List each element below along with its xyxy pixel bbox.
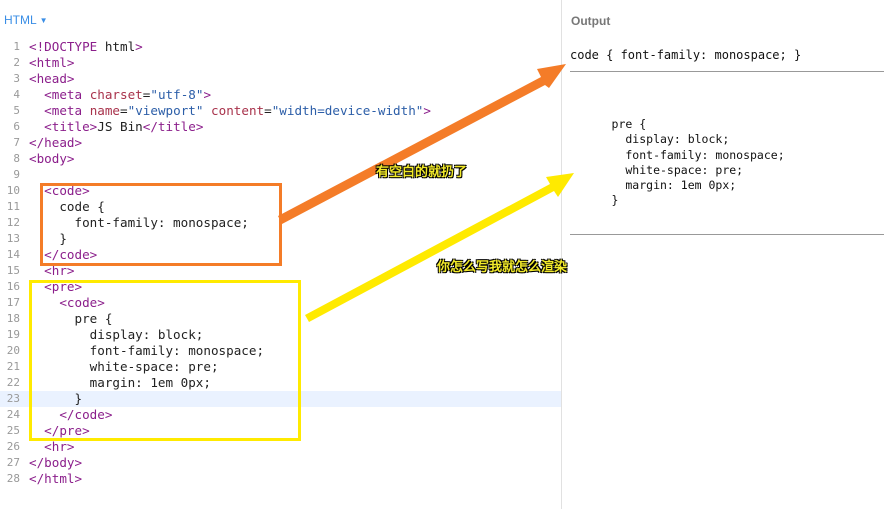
output-hr-1 [570,71,884,72]
line-number: 16 [6,280,20,293]
line-number: 25 [6,424,20,437]
code-line[interactable]: 27 </body> [0,455,561,471]
line-number: 28 [6,472,20,485]
code-line[interactable]: 21 white-space: pre; [0,359,561,375]
line-code: <hr> [44,439,75,454]
dropdown-caret-icon: ▼ [39,16,48,25]
line-number: 13 [6,232,20,245]
line-number: 4 [13,88,20,101]
code-line[interactable]: 18 pre { [0,311,561,327]
code-line[interactable]: 17 <code> [0,295,561,311]
line-number: 27 [6,456,20,469]
code-line[interactable]: 23 } [0,391,561,407]
code-line[interactable]: 28 </html> [0,471,561,487]
line-number: 23 [6,392,20,405]
line-code: <hr> [44,263,75,278]
line-number: 1 [13,40,20,53]
code-line[interactable]: 24 </code> [0,407,561,423]
code-line[interactable]: 10 <code> [0,183,561,199]
line-code: font-family: monospace; [29,215,249,230]
line-number: 5 [13,104,20,117]
line-code: <body> [29,151,75,166]
line-number: 22 [6,376,20,389]
line-code: pre { [29,311,113,326]
orange-highlight-box [40,183,282,266]
code-line[interactable]: 12 font-family: monospace; [0,215,561,231]
line-number: 15 [6,264,20,277]
line-number: 8 [13,152,20,165]
code-line[interactable]: 19 display: block; [0,327,561,343]
line-code: display: block; [29,327,204,342]
code-line[interactable]: 13 } [0,231,561,247]
code-line[interactable]: 2 <html> [0,55,561,71]
annotation-whitespace-dropped: 有空白的就扔了 [376,165,468,180]
line-number: 3 [13,72,20,85]
line-number: 17 [6,296,20,309]
line-code: <title>JS Bin</title> [44,119,204,134]
line-number: 26 [6,440,20,453]
code-line[interactable]: 4 <meta charset="utf-8"> [0,87,561,103]
line-code: </head> [29,135,83,150]
output-panel: Output code { font-family: monospace; } … [562,0,884,509]
line-number: 9 [13,168,20,181]
output-label: Output [571,14,611,28]
line-code: </code> [59,407,113,422]
line-number: 14 [6,248,20,261]
line-code: <!DOCTYPE html> [29,39,143,54]
line-code: } [29,391,83,406]
code-line[interactable]: 3 <head> [0,71,561,87]
line-number: 7 [13,136,20,149]
line-code: <meta name="viewport" content="width=dev… [44,103,431,118]
line-number: 10 [6,184,20,197]
code-line[interactable]: 1 <!DOCTYPE html> [0,39,561,55]
line-code: code { [29,199,105,214]
line-code: <html> [29,55,75,70]
line-number: 18 [6,312,20,325]
line-number: 12 [6,216,20,229]
line-number: 19 [6,328,20,341]
line-number: 6 [13,120,20,133]
line-number: 21 [6,360,20,373]
line-code: margin: 1em 0px; [29,375,211,390]
output-pre-block: pre { display: block; font-family: monos… [611,117,785,208]
line-number: 24 [6,408,20,421]
yellow-highlight-box [29,280,301,441]
editor-header: HTML▼ [0,0,561,36]
code-line[interactable]: 25 </pre> [0,423,561,439]
line-code: </pre> [44,423,90,438]
line-code: font-family: monospace; [29,343,265,358]
code-line[interactable]: 15 <hr> [0,263,561,279]
code-line[interactable]: 7 </head> [0,135,561,151]
line-code: <code> [44,183,90,198]
line-code: </html> [29,471,83,486]
annotation-render-as-written: 你怎么写我就怎么渲染 [437,260,568,275]
line-code: <meta charset="utf-8"> [44,87,212,102]
code-line[interactable]: 14 </code> [0,247,561,263]
line-code: } [29,231,67,246]
line-number: 2 [13,56,20,69]
code-line[interactable]: 20 font-family: monospace; [0,343,561,359]
line-code: </code> [44,247,98,262]
line-code: </body> [29,455,83,470]
line-number: 20 [6,344,20,357]
code-line[interactable]: 6 <title>JS Bin</title> [0,119,561,135]
code-line[interactable]: 8 <body> [0,151,561,167]
output-hr-2 [570,234,884,235]
line-number: 11 [6,200,20,213]
line-code: <head> [29,71,75,86]
code-line[interactable]: 11 code { [0,199,561,215]
line-code: white-space: pre; [29,359,219,374]
code-line[interactable]: 26 <hr> [0,439,561,455]
html-panel-label: HTML [4,13,37,27]
code-line[interactable]: 9 [0,167,561,183]
code-line[interactable]: 5 <meta name="viewport" content="width=d… [0,103,561,119]
html-panel-dropdown[interactable]: HTML▼ [4,13,48,27]
code-line[interactable]: 22 margin: 1em 0px; [0,375,561,391]
line-code: <code> [59,295,105,310]
output-code-text: code { font-family: monospace; } [570,48,802,62]
